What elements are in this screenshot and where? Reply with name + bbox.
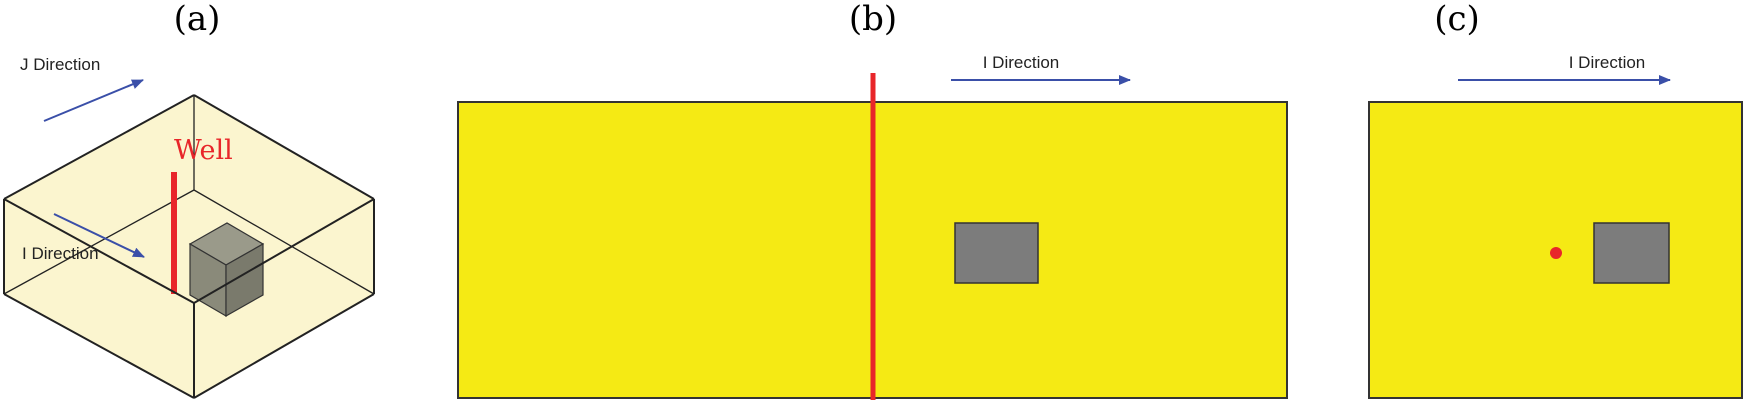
panel-a-isometric-view: Well J Direction I Direction bbox=[3, 55, 375, 399]
j-direction-arrow bbox=[43, 79, 144, 122]
well-label: Well bbox=[174, 135, 233, 166]
i-direction-label-side: I Direction bbox=[983, 53, 1060, 72]
i-direction-label-top: I Direction bbox=[1569, 53, 1646, 72]
obstacle-cube bbox=[188, 222, 265, 318]
obstacle-block-plan bbox=[1593, 222, 1670, 284]
reservoir-visible-edges bbox=[3, 94, 375, 399]
panel-label-b: (b) bbox=[849, 0, 897, 39]
reservoir-left-face bbox=[4, 199, 194, 398]
reservoir-top-face bbox=[4, 95, 374, 303]
i-direction-arrow-3d bbox=[53, 213, 145, 258]
panel-c-top-view: I Direction bbox=[1368, 53, 1743, 399]
panel-label-c: (c) bbox=[1434, 0, 1480, 39]
reservoir-hidden-edges bbox=[3, 95, 375, 295]
i-direction-label-3d: I Direction bbox=[22, 244, 99, 263]
panel-label-a: (a) bbox=[174, 0, 221, 39]
panel-b-side-view: I Direction bbox=[457, 53, 1288, 400]
well-point bbox=[1550, 247, 1562, 259]
reservoir-right-face bbox=[194, 199, 374, 398]
j-direction-label: J Direction bbox=[20, 55, 100, 74]
obstacle-block bbox=[954, 222, 1039, 284]
